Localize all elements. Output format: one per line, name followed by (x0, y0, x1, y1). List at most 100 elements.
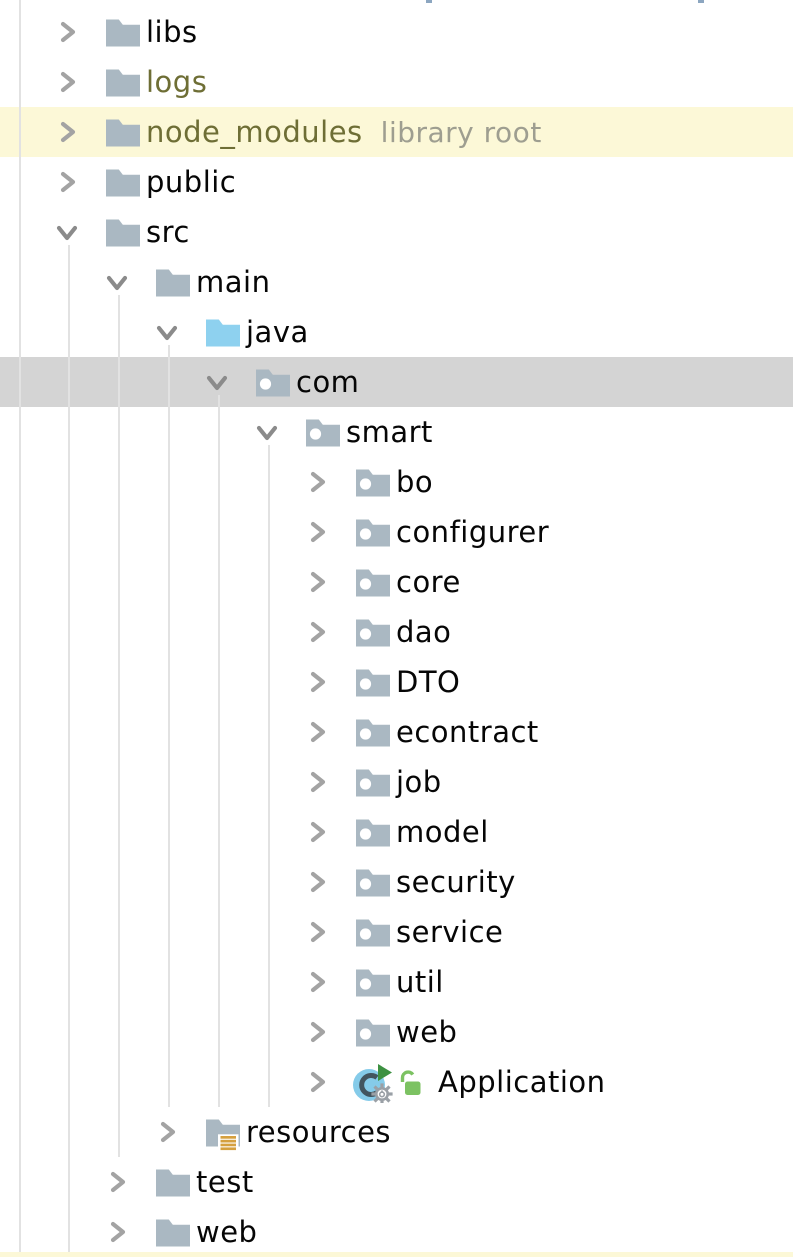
partial-next-row (0, 1252, 793, 1257)
row-label: model (396, 815, 489, 849)
chevron-collapsed-icon[interactable] (304, 719, 330, 745)
chevron-collapsed-icon[interactable] (104, 1219, 130, 1245)
chevron-expanded-icon[interactable] (104, 269, 130, 295)
indent-guide (218, 395, 220, 1107)
run-class-icon (352, 1061, 394, 1107)
resources-folder-icon (204, 1115, 242, 1155)
row-label: logs (146, 65, 208, 99)
package-icon (354, 865, 392, 905)
tree-row-test[interactable]: test (0, 1157, 793, 1207)
row-label: test (196, 1165, 254, 1199)
row-label: core (396, 565, 461, 599)
row-label: public (146, 165, 237, 199)
chevron-collapsed-icon[interactable] (304, 469, 330, 495)
folder-icon (154, 1165, 192, 1205)
row-label: src (146, 215, 190, 249)
package-icon (354, 815, 392, 855)
row-label: DTO (396, 665, 461, 699)
tree-row-application[interactable]: Application (0, 1057, 793, 1107)
folder-icon (104, 65, 142, 105)
chevron-collapsed-icon[interactable] (304, 919, 330, 945)
source-folder-icon (204, 315, 242, 355)
chevron-collapsed-icon[interactable] (154, 1119, 180, 1145)
folder-icon (154, 1215, 192, 1255)
chevron-collapsed-icon[interactable] (54, 169, 80, 195)
chevron-collapsed-icon[interactable] (304, 769, 330, 795)
package-icon (354, 715, 392, 755)
row-label: web (196, 1215, 258, 1249)
tree-row-job[interactable]: job (0, 757, 793, 807)
tree-row-bo[interactable]: bo (0, 457, 793, 507)
row-label: com (296, 365, 360, 399)
package-icon (354, 765, 392, 805)
indent-guide (268, 445, 270, 1107)
chevron-expanded-icon[interactable] (204, 369, 230, 395)
tree-row-core[interactable]: core (0, 557, 793, 607)
tree-row-web[interactable]: web (0, 1007, 793, 1057)
chevron-collapsed-icon[interactable] (304, 969, 330, 995)
tree-row-smart[interactable]: smart (0, 407, 793, 457)
indent-guide (168, 345, 170, 1107)
tree-row-src[interactable]: src (0, 207, 793, 257)
chevron-collapsed-icon[interactable] (304, 519, 330, 545)
package-icon (354, 1015, 392, 1055)
folder-icon (104, 165, 142, 205)
chevron-collapsed-icon[interactable] (54, 69, 80, 95)
tree-row-util[interactable]: util (0, 957, 793, 1007)
indent-guide (68, 245, 70, 1252)
clipped-icon-fragment (426, 0, 432, 3)
package-icon (354, 965, 392, 1005)
chevron-collapsed-icon[interactable] (304, 619, 330, 645)
chevron-expanded-icon[interactable] (54, 219, 80, 245)
row-label: service (396, 915, 504, 949)
row-label: resources (246, 1115, 392, 1149)
folder-icon (104, 15, 142, 55)
package-icon (354, 515, 392, 555)
package-icon (354, 915, 392, 955)
chevron-collapsed-icon[interactable] (304, 819, 330, 845)
package-icon (354, 665, 392, 705)
chevron-expanded-icon[interactable] (154, 319, 180, 345)
indent-guide (19, 0, 21, 1252)
tree-row-configurer[interactable]: configurer (0, 507, 793, 557)
chevron-collapsed-icon[interactable] (304, 1069, 330, 1095)
row-label: dao (396, 615, 452, 649)
row-label: libs (146, 15, 198, 49)
row-label: web (396, 1015, 458, 1049)
tree-row-resources[interactable]: resources (0, 1107, 793, 1157)
tree-row-dto[interactable]: DTO (0, 657, 793, 707)
chevron-collapsed-icon[interactable] (304, 869, 330, 895)
tree-row-model[interactable]: model (0, 807, 793, 857)
indent-guide (118, 295, 120, 1157)
tree-row-java[interactable]: java (0, 307, 793, 357)
tree-row-dao[interactable]: dao (0, 607, 793, 657)
chevron-collapsed-icon[interactable] (54, 19, 80, 45)
tree-row-security[interactable]: security (0, 857, 793, 907)
chevron-collapsed-icon[interactable] (304, 1019, 330, 1045)
chevron-collapsed-icon[interactable] (54, 119, 80, 145)
package-icon (254, 365, 292, 405)
chevron-collapsed-icon[interactable] (304, 669, 330, 695)
row-suffix: library root (380, 116, 542, 149)
row-label: java (246, 315, 309, 349)
package-icon (354, 615, 392, 655)
tree-row-libs[interactable]: libs (0, 7, 793, 57)
folder-icon (104, 215, 142, 255)
tree-row-logs[interactable]: logs (0, 57, 793, 107)
chevron-expanded-icon[interactable] (254, 419, 280, 445)
tree-row-econtract[interactable]: econtract (0, 707, 793, 757)
tree-row-web[interactable]: web (0, 1207, 793, 1257)
chevron-collapsed-icon[interactable] (104, 1169, 130, 1195)
folder-icon (154, 265, 192, 305)
tree-row-com[interactable]: com (0, 357, 793, 407)
tree-row-main[interactable]: main (0, 257, 793, 307)
tree-row-service[interactable]: service (0, 907, 793, 957)
unlocked-lock-icon (398, 1068, 423, 1102)
tree-row-public[interactable]: public (0, 157, 793, 207)
chevron-collapsed-icon[interactable] (304, 569, 330, 595)
clipped-icon-fragment (698, 0, 704, 3)
package-icon (304, 415, 342, 455)
row-label: job (396, 765, 442, 799)
